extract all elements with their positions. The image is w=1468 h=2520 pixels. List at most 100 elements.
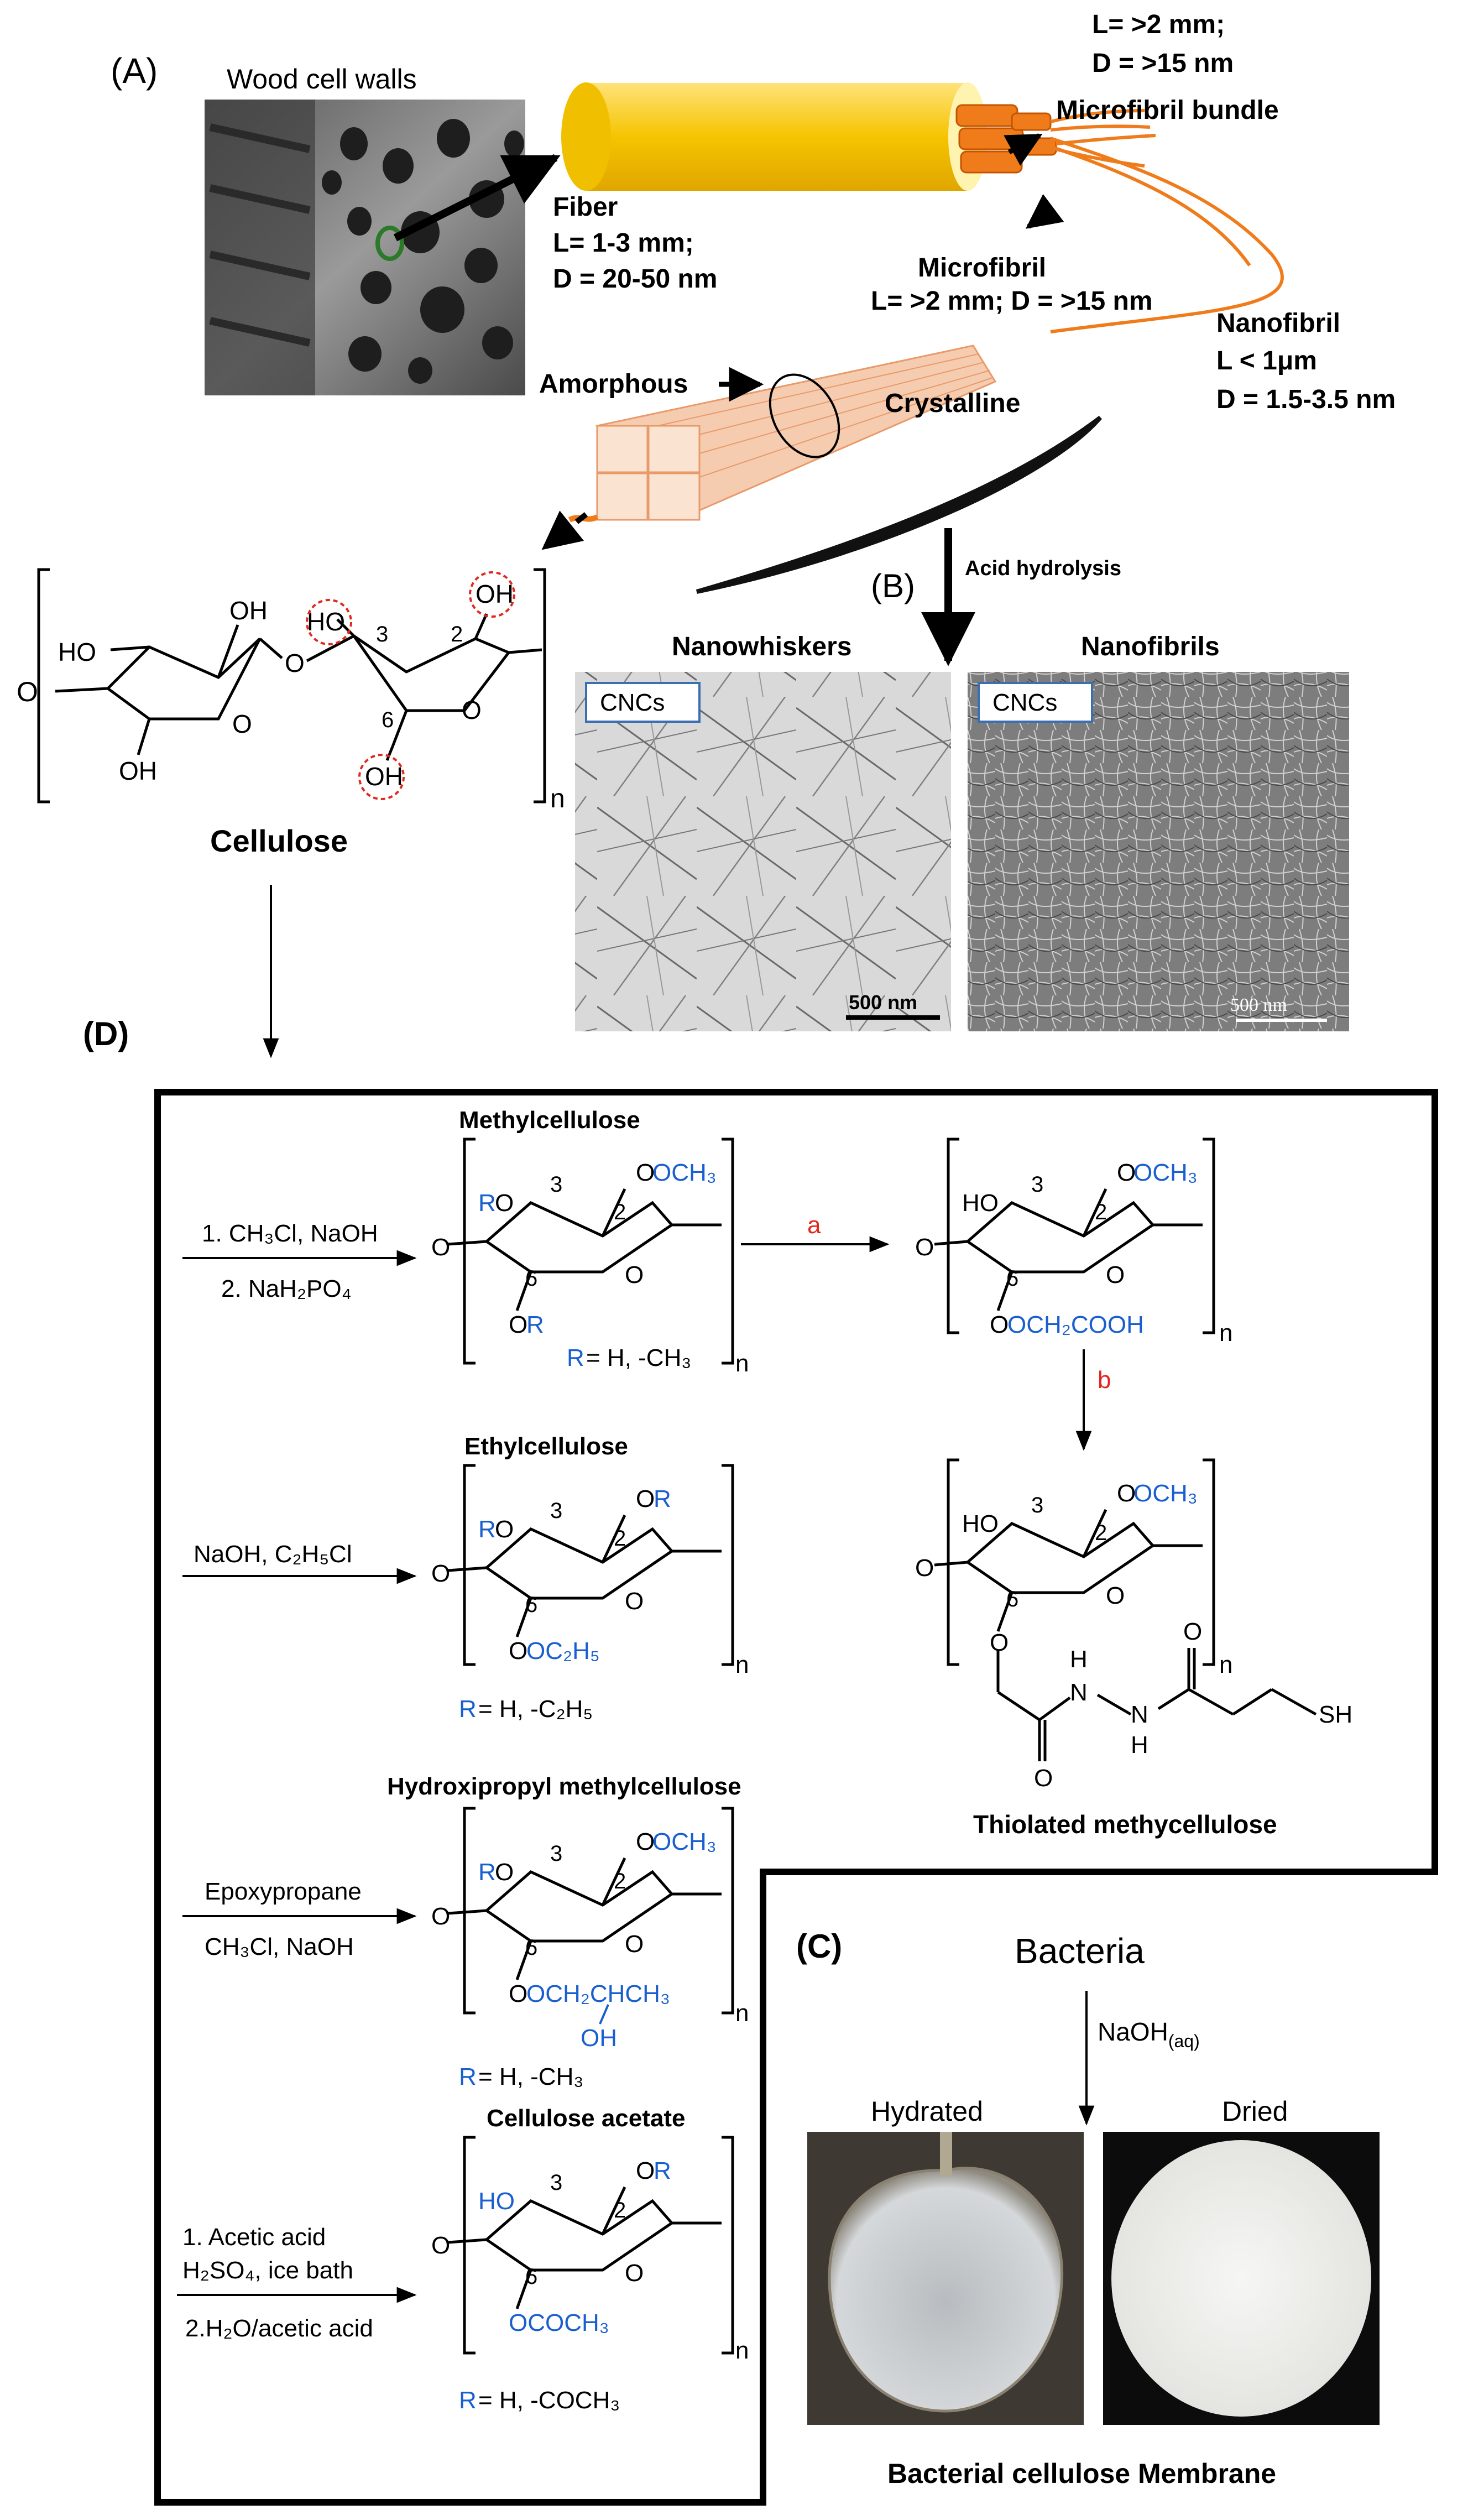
ethyl-ring-o: O	[625, 1588, 644, 1615]
hpmc-rdef-r: R	[459, 2063, 477, 2090]
ethyl-pos3: 3	[550, 1499, 562, 1523]
microfibril-bundle-shape	[955, 104, 1057, 174]
microfibril-dims: L= >2 mm; D = >15 nm	[871, 286, 1153, 316]
th-n1: N	[1070, 1679, 1088, 1706]
acid-label: Acid hydrolysis	[965, 557, 1121, 580]
pos-3: 3	[376, 622, 388, 646]
hpmc-n: n	[735, 2000, 749, 2027]
hpmc-rdef: = H, -CH₃	[478, 2063, 583, 2090]
acetate-step2: 2.H₂O/acetic acid	[185, 2315, 373, 2342]
cm-pos2: 2	[1095, 1200, 1107, 1224]
hpmc-ring-o: O	[625, 1931, 644, 1958]
microfibril-name: Microfibril	[918, 253, 1046, 283]
nanofibril-name: Nanofibril	[1216, 309, 1340, 338]
cellulose-labels: O HO OH O OH O HO 3 2 OH O 6 OH n Cellul…	[17, 571, 565, 858]
nanofibrils-label: Nanofibrils	[1081, 632, 1220, 661]
acetate-ring-o: O	[625, 2260, 644, 2287]
hpmc-ro-r: R	[478, 1859, 496, 1886]
panel-b: (B) Acid hydrolysis Nanowhiskers Nanofib…	[575, 528, 1349, 1031]
acetate-step1: 1. Acetic acid	[182, 2224, 326, 2251]
methyl-ro-r: R	[478, 1189, 496, 1217]
microfibril-strands	[1050, 109, 1284, 333]
methyl-step2: 2. NaH₂PO₄	[221, 1275, 352, 1302]
hpmc-block: Hydroxipropyl methylcellulose Epoxypropa…	[182, 1773, 749, 2090]
cm-pos3: 3	[1031, 1172, 1043, 1197]
ethylcellulose-block: Ethylcellulose NaOH, C₂H₅Cl O R O 3 2 O …	[182, 1433, 749, 1723]
ethyl-reagent: NaOH, C₂H₅Cl	[194, 1541, 352, 1568]
th-co-o2: O	[1183, 1618, 1202, 1645]
methyl-title: Methylcellulose	[459, 1107, 640, 1134]
hpmc-ro-o: O	[495, 1859, 514, 1886]
microfibril-arrow	[1025, 194, 1064, 229]
methyl-pos6: 6	[525, 1266, 537, 1291]
cm-o-left: O	[915, 1234, 934, 1261]
methyl-pos2: 2	[614, 1200, 626, 1224]
methyl-pos3: 3	[550, 1172, 562, 1197]
th-n: n	[1219, 1651, 1232, 1678]
naoh-label: NaOH(aq)	[1098, 2017, 1200, 2051]
cellulose-name: Cellulose	[210, 823, 348, 858]
nanowhiskers-label: Nanowhiskers	[672, 632, 851, 661]
wood-label: Wood cell walls	[227, 64, 417, 95]
hpmc-och3-o: O	[636, 1828, 655, 1855]
panel-c: (C) Bacteria NaOH(aq) Hydrated Dried Bac…	[796, 1928, 1380, 2489]
methyl-n: n	[735, 1350, 749, 1377]
cnc-label-1: CNCs	[600, 689, 665, 716]
cm-group-o: O	[990, 1311, 1009, 1338]
methyl-och3: OCH₃	[652, 1159, 717, 1186]
hpmc-pos6: 6	[525, 1935, 537, 1960]
th-ho: HO	[962, 1510, 999, 1537]
ethyl-title: Ethylcellulose	[464, 1433, 628, 1460]
oh-6: OH	[365, 762, 403, 791]
pos-2: 2	[451, 622, 463, 646]
th-n2: N	[1131, 1701, 1148, 1728]
o-left: O	[17, 676, 38, 707]
arrow-a-label: a	[807, 1212, 821, 1239]
hpmc-title: Hydroxipropyl methylcellulose	[387, 1773, 741, 1800]
cm-group: OCH₂COOH	[1007, 1311, 1144, 1338]
ethyl-pos2: 2	[614, 1526, 626, 1551]
acetate-rdef: = H, -COCH₃	[478, 2387, 620, 2414]
cm-ring-o: O	[1106, 1261, 1125, 1288]
cm-pos6: 6	[1006, 1266, 1018, 1291]
ho-left: HO	[58, 638, 96, 666]
nanofibril-l: L < 1μm	[1216, 346, 1317, 375]
th-co-o1: O	[1034, 1765, 1053, 1792]
hpmc-reagent2: CH₃Cl, NaOH	[205, 1933, 354, 1960]
hpmc-och3: OCH₃	[652, 1828, 717, 1855]
panel-c-label: (C)	[796, 1928, 842, 1965]
hydrated-label: Hydrated	[871, 2096, 983, 2127]
cm-och3: OCH₃	[1133, 1159, 1198, 1186]
pos-6: 6	[382, 708, 394, 732]
panel-a-label: (A)	[111, 51, 158, 91]
fiber-l: L= 1-3 mm;	[553, 228, 694, 258]
acetate-n: n	[735, 2337, 749, 2364]
carboxymethyl-block: O HO 3 2 O OCH₃ O 6 O OCH₂COOH n	[915, 1138, 1232, 1347]
fiber-name: Fiber	[553, 192, 618, 222]
acetate-or-r: R	[654, 2157, 671, 2184]
wood-sem-image	[205, 100, 525, 395]
ethyl-group: OC₂H₅	[526, 1637, 600, 1665]
ethyl-rdef-r: R	[459, 1695, 477, 1723]
acetate-pos2: 2	[614, 2198, 626, 2222]
ethyl-n: n	[735, 1651, 749, 1678]
amorphous-label: Amorphous	[539, 369, 688, 399]
methyl-rdef: = H, -CH₃	[586, 1344, 691, 1371]
nanofibrils-tem: CNCs 500 nm	[968, 672, 1349, 1031]
hpmc-group-o: O	[509, 1980, 527, 2007]
thiolated-block: O HO 3 2 O OCH₃ O 6 O n H N N H O O SH T…	[915, 1458, 1352, 1839]
wood-to-fiber-arrow	[393, 154, 561, 242]
bundle-arrow	[1004, 133, 1043, 166]
methyl-or-o: O	[509, 1311, 527, 1338]
oh-bottom: OH	[119, 756, 157, 785]
dried-photo	[1103, 2132, 1380, 2425]
ring-o1: O	[232, 709, 252, 738]
acetate-pos3: 3	[550, 2171, 562, 2195]
ring-o2: O	[462, 696, 482, 724]
cnc-label-2: CNCs	[992, 689, 1057, 716]
panel-d-label: (D)	[83, 1015, 129, 1052]
acetate-pos6: 6	[525, 2265, 537, 2289]
ethyl-ro-o: O	[495, 1516, 514, 1543]
thiol-title: Thiolated methycellulose	[973, 1810, 1277, 1839]
